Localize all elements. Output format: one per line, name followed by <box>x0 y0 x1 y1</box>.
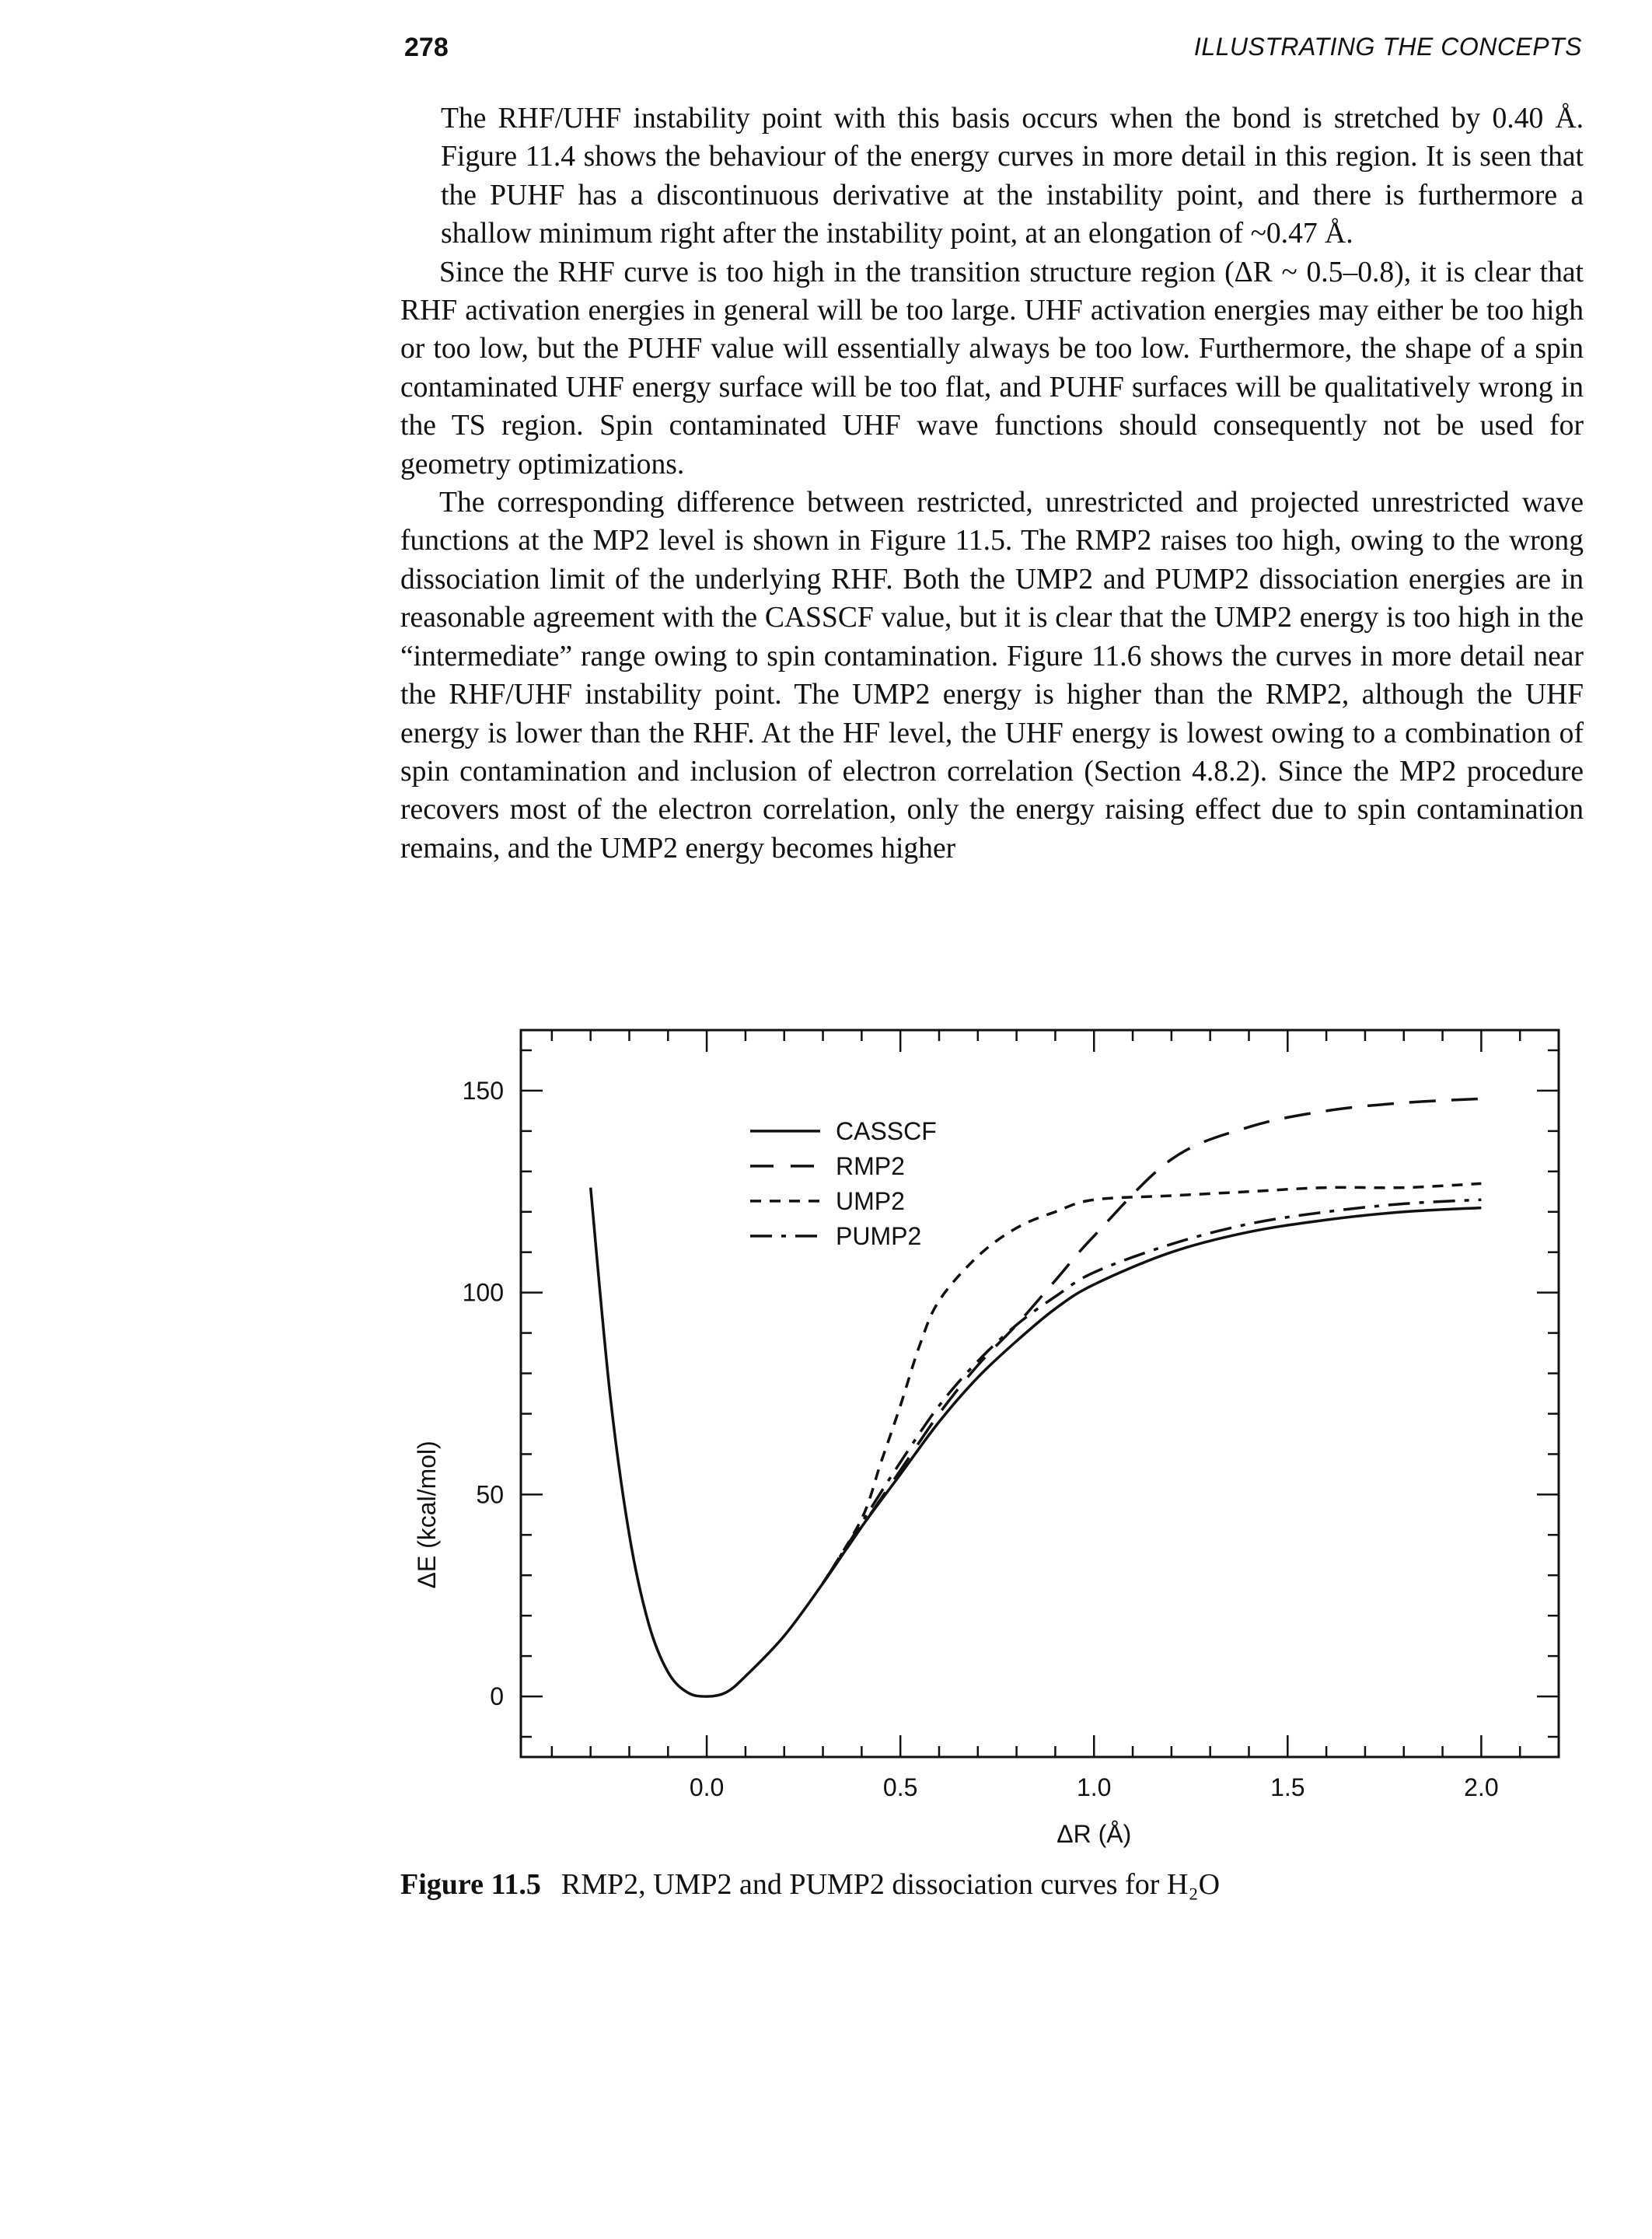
y-tick-label: 0 <box>490 1682 504 1710</box>
x-tick-label: 0.0 <box>690 1773 724 1801</box>
series-line-rmp2 <box>822 1097 1482 1584</box>
plot-frame <box>519 1029 1560 1759</box>
figure-11-5: 0.0 0.5 1.0 1.5 2.0 0 50 100 150 ΔR (Å) ΔE (kcal/m… <box>0 1011 1652 1944</box>
dissociation-chart: 0.0 0.5 1.0 1.5 2.0 0 50 100 150 ΔR (Å) ΔE (kcal/m… <box>413 1029 1560 1848</box>
y-tick-label: 150 <box>463 1077 504 1105</box>
page-number: 278 <box>404 33 449 62</box>
series-line-casscf <box>589 1187 1482 1698</box>
x-tick-label: 1.5 <box>1270 1773 1304 1801</box>
x-tick-label: 2.0 <box>1464 1773 1498 1801</box>
y-tick-label: 50 <box>476 1480 504 1508</box>
y-axis-label: ΔE (kcal/mol) <box>413 1441 441 1588</box>
x-tick-label: 1.0 <box>1077 1773 1111 1801</box>
series-line-pump2 <box>822 1198 1482 1584</box>
caption-text: RMP2, UMP2 and PUMP2 dissociation curves… <box>561 1868 1221 1901</box>
y-tick-label: 100 <box>463 1279 504 1307</box>
figure-caption: Figure 11.5 RMP2, UMP2 and PUMP2 dissocia… <box>400 1867 1220 1902</box>
legend-label-casscf: CASSCF <box>836 1117 937 1145</box>
x-axis-label: ΔR (Å) <box>1057 1820 1131 1848</box>
series-line-ump2 <box>822 1182 1482 1584</box>
paragraph-3: The corresponding difference between res… <box>400 487 1584 865</box>
page-header: 278 ILLUSTRATING THE CONCEPTS <box>0 0 1652 78</box>
legend-label-rmp2: RMP2 <box>836 1152 905 1180</box>
x-tick-label: 0.5 <box>883 1773 917 1801</box>
caption-label: Figure 11.5 <box>400 1868 541 1901</box>
legend-label-pump2: PUMP2 <box>836 1222 921 1250</box>
body-text: The RHF/UHF instability point with this … <box>400 100 1584 868</box>
paragraph-2: Since the RHF curve is too high in the t… <box>400 256 1584 480</box>
running-head: ILLUSTRATING THE CONCEPTS <box>1193 33 1582 61</box>
legend-label-ump2: UMP2 <box>836 1187 905 1215</box>
paragraph-1: The RHF/UHF instability point with this … <box>441 103 1584 250</box>
